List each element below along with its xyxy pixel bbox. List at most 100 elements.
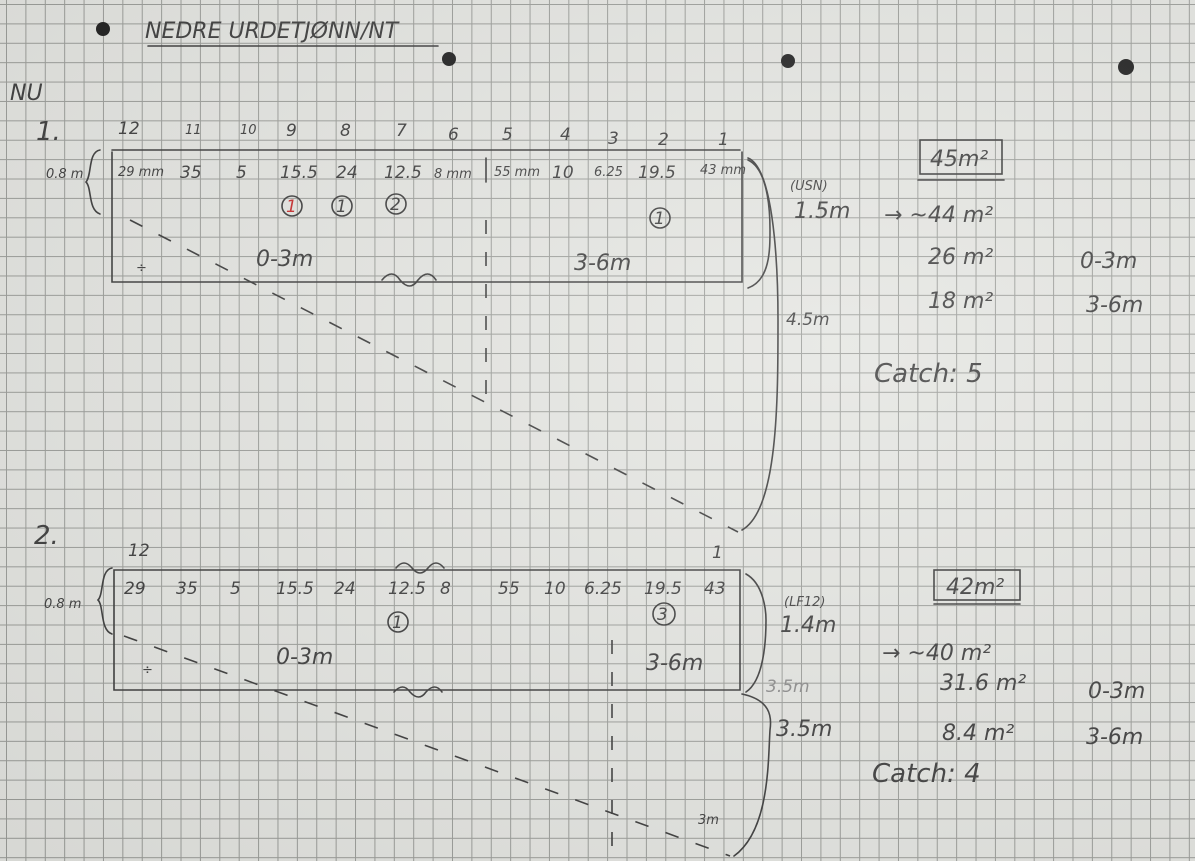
depth-top: 1.5m	[794, 199, 850, 224]
mesh-size: 6.25	[594, 165, 623, 180]
wavy-line	[381, 273, 437, 287]
punch-hole	[96, 22, 110, 36]
section-1-number: 1.	[36, 117, 61, 147]
section-1-net-outline	[111, 151, 743, 283]
punch-hole	[442, 52, 456, 66]
net-number: 11	[185, 123, 202, 138]
section-1-catch-marks: 1 1 2 1	[281, 193, 671, 229]
divider-mark: ÷	[136, 261, 147, 276]
net-number: 2	[658, 130, 669, 150]
depth-brace-bottom	[741, 157, 779, 531]
area-boxed: 45m²	[930, 147, 988, 172]
depth-brace-top	[747, 159, 771, 289]
section-1-net-numbers: 12 11 10 9 8 7 6 5 4 3 2 1	[118, 119, 729, 150]
depth-bottom: 4.5m	[786, 310, 830, 330]
area-box	[919, 139, 1003, 175]
wavy-line	[393, 686, 443, 698]
section-2-net-outline	[113, 569, 741, 691]
catch-mark: 2	[390, 195, 401, 215]
net-number: 6	[448, 125, 459, 145]
zone-shallow-label: 0-3m	[256, 247, 313, 272]
mesh-size: 5	[230, 579, 241, 599]
punch-hole	[781, 54, 795, 68]
zone-shallow-label: 0-3m	[276, 645, 333, 670]
mesh-size: 6.25	[584, 579, 622, 599]
mesh-size: 55 mm	[494, 165, 540, 180]
mesh-size: 24	[336, 163, 358, 183]
catch-total: Catch: 4	[872, 759, 981, 789]
mesh-size: 15.5	[280, 163, 318, 183]
height-brace	[96, 567, 113, 635]
depth-mid-faint: 3.5m	[766, 677, 810, 697]
mesh-size: 12.5	[388, 579, 426, 599]
mesh-size: 55	[498, 579, 520, 599]
mesh-size: 19.5	[638, 163, 676, 183]
site-label: (LF12)	[784, 595, 825, 610]
area-boxed: 42m²	[946, 575, 1004, 600]
mesh-size: 29	[124, 579, 146, 599]
net-number: 4	[560, 125, 571, 145]
net-number-last: 1	[712, 543, 723, 563]
net-number: 10	[240, 123, 257, 138]
depth-brace-bottom	[733, 693, 772, 857]
mesh-size: 35	[176, 579, 198, 599]
net-number: 7	[396, 121, 407, 141]
zone-deep-label: 3-6m	[574, 251, 631, 276]
area-deep-range: 3-6m	[1086, 293, 1143, 318]
mesh-size: 29 mm	[118, 165, 164, 180]
page-title: NEDRE URDETJØNN/NT	[145, 19, 400, 44]
catch-mark: 1	[336, 197, 347, 217]
catch-mark: 1	[654, 209, 665, 229]
depth-top: 1.4m	[780, 613, 836, 638]
section-2-number: 2.	[34, 521, 59, 551]
mesh-size: 8 mm	[434, 167, 472, 182]
mesh-size: 8	[440, 579, 451, 599]
net-number: 12	[118, 119, 140, 139]
area-total: → ~40 m²	[882, 641, 991, 666]
catch-total: Catch: 5	[874, 359, 983, 389]
catch-mark: 3	[657, 605, 668, 625]
area-deep: 8.4 m²	[942, 721, 1014, 746]
net-number: 1	[718, 130, 729, 150]
net-number: 8	[340, 121, 351, 141]
area-total: → ~44 m²	[884, 203, 993, 228]
net-number: 9	[286, 121, 297, 141]
lake-code: NU	[10, 81, 43, 106]
site-label: (USN)	[790, 179, 828, 194]
mesh-size: 15.5	[276, 579, 314, 599]
mesh-size: 43 mm	[700, 163, 746, 178]
net-number: 5	[502, 125, 513, 145]
divider-mark: ÷	[142, 663, 153, 678]
area-shallow: 31.6 m²	[940, 671, 1026, 696]
area-shallow-range: 0-3m	[1088, 679, 1145, 704]
section-2-mesh-sizes: 29 35 5 15.5 24 12.5 8 55 10 6.25 19.5 4…	[124, 579, 726, 599]
mesh-size: 10	[544, 579, 566, 599]
area-deep-range: 3-6m	[1086, 725, 1143, 750]
area-box	[933, 569, 1021, 601]
section-1-height-label: 0.8 m	[46, 167, 83, 182]
depth-end: 3m	[698, 813, 719, 828]
depth-bottom: 3.5m	[776, 717, 832, 742]
zone-deep-label: 3-6m	[646, 651, 703, 676]
area-shallow-range: 0-3m	[1080, 249, 1137, 274]
area-deep: 18 m²	[928, 289, 993, 314]
net-number-first: 12	[128, 541, 150, 561]
bottom-slope-line	[129, 219, 739, 533]
section-2-height-label: 0.8 m	[44, 597, 81, 612]
bottom-slope-line	[123, 635, 731, 857]
mesh-size: 19.5	[644, 579, 682, 599]
catch-mark: 1	[286, 197, 297, 217]
depth-brace-top	[745, 573, 767, 693]
section-1-mesh-sizes: 29 mm 35 5 15.5 24 12.5 8 mm 55 mm 10 6.…	[118, 163, 746, 183]
net-number: 3	[608, 129, 619, 149]
punch-hole	[1118, 59, 1134, 75]
mesh-size: 10	[552, 163, 574, 183]
mesh-size: 24	[334, 579, 356, 599]
mesh-size: 5	[236, 163, 247, 183]
mesh-size: 43	[704, 579, 726, 599]
mesh-size: 12.5	[384, 163, 422, 183]
mesh-size: 35	[180, 163, 202, 183]
area-shallow: 26 m²	[928, 245, 993, 270]
